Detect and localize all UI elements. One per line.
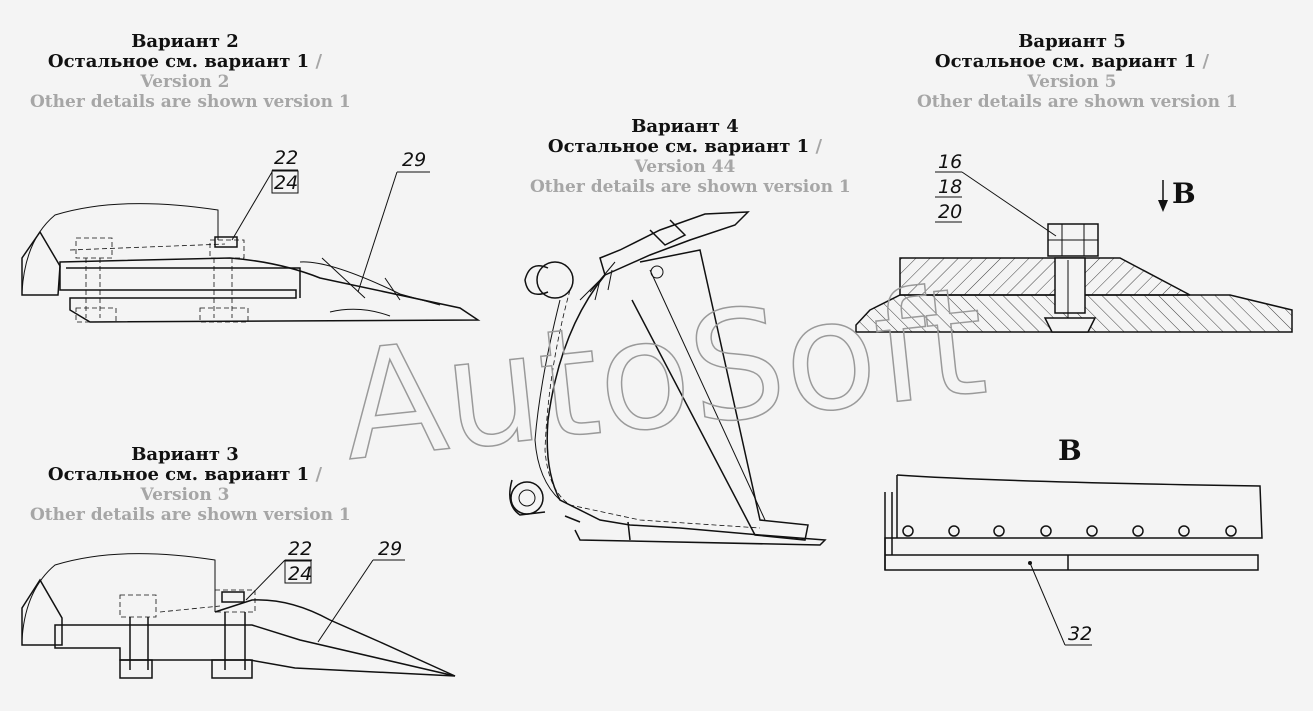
section-arrow-label: B bbox=[1172, 177, 1196, 210]
autosoft-watermark: AutoSoft bbox=[334, 254, 993, 494]
variant-3-version: Version 3 bbox=[140, 485, 230, 505]
variant-2-note: Остальное см. вариант 1 / bbox=[47, 51, 323, 72]
view-b-bolt-row bbox=[902, 525, 1237, 537]
variant-3-drawing: 22 24 29 bbox=[21, 538, 456, 679]
section-arrow-icon bbox=[1158, 200, 1168, 212]
variant-5-title: Вариант 5 bbox=[1018, 31, 1126, 52]
variant-5-version: Version 5 bbox=[1027, 72, 1117, 92]
v3-callout-22: 22 bbox=[288, 538, 312, 560]
v5-callout-18: 18 bbox=[938, 176, 962, 198]
view-b-title: B bbox=[1058, 434, 1082, 467]
v5-callout-16: 16 bbox=[938, 151, 962, 173]
v5-callout-20: 20 bbox=[938, 201, 962, 223]
v2-callout-22: 22 bbox=[274, 147, 298, 169]
variant-3-title: Вариант 3 bbox=[131, 444, 239, 465]
variant-5-note: Остальное см. вариант 1 / bbox=[934, 51, 1210, 72]
variant-2-drawing: 22 24 29 bbox=[21, 147, 481, 323]
variant-3-other: Other details are shown version 1 bbox=[30, 505, 351, 525]
variant-4-other: Other details are shown version 1 bbox=[530, 177, 851, 197]
v3-callout-29: 29 bbox=[378, 538, 402, 560]
variant-5-section-drawing: 16 18 20 B bbox=[855, 151, 1293, 333]
variant-3-caption: Вариант 3 Остальное см. вариант 1 / Vers… bbox=[30, 444, 351, 526]
variant-5-caption: Вариант 5 Остальное см. вариант 1 / Vers… bbox=[917, 31, 1238, 113]
variant-4-title: Вариант 4 bbox=[631, 116, 739, 137]
view-b-callout-32: 32 bbox=[1068, 623, 1092, 645]
variant-2-caption: Вариант 2 Остальное см. вариант 1 / Vers… bbox=[30, 31, 351, 113]
v2-callout-29: 29 bbox=[402, 149, 426, 171]
variant-4-caption: Вариант 4 Остальное см. вариант 1 / Vers… bbox=[530, 116, 851, 198]
variant-2-version: Version 2 bbox=[140, 72, 230, 92]
variant-4-bucket-drawing bbox=[509, 211, 827, 546]
variant-3-note: Остальное см. вариант 1 / bbox=[47, 464, 323, 485]
v3-callout-24: 24 bbox=[288, 563, 312, 585]
variant-2-other: Other details are shown version 1 bbox=[30, 92, 351, 112]
v2-callout-24: 24 bbox=[274, 172, 298, 194]
variant-4-version: Version 44 bbox=[634, 157, 736, 177]
view-b-drawing: B 32 bbox=[884, 434, 1263, 646]
variant-5-other: Other details are shown version 1 bbox=[917, 92, 1238, 112]
variant-2-title: Вариант 2 bbox=[131, 31, 239, 52]
variant-4-note: Остальное см. вариант 1 / bbox=[547, 136, 823, 157]
